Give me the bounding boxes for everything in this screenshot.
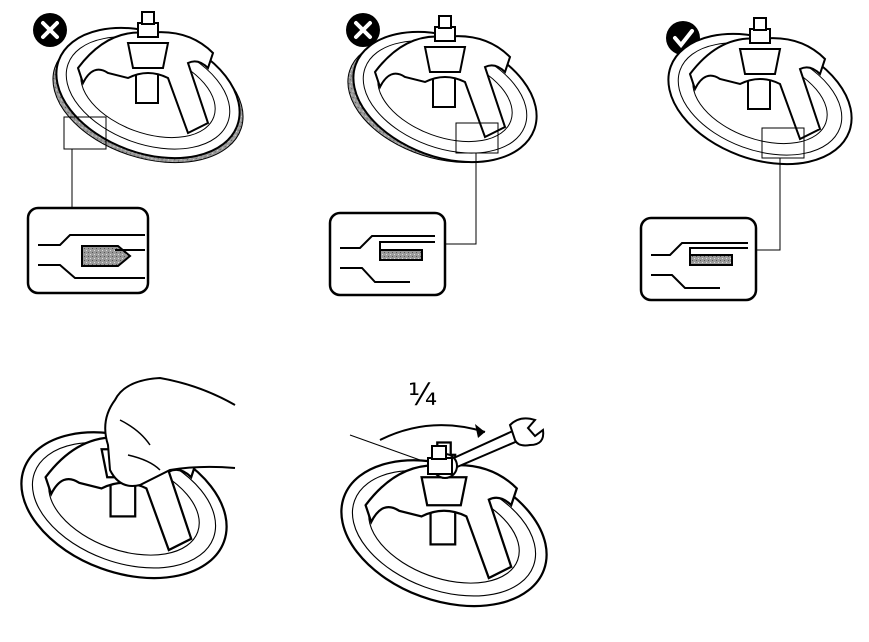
quarter-turn-label: ¼: [408, 378, 438, 413]
step-wrench-tighten: [319, 417, 569, 634]
rotation-arrow: [379, 424, 486, 441]
detail-marker: [63, 116, 107, 150]
cross-icon: [31, 11, 69, 49]
reference-line: [349, 434, 421, 461]
gasket-section: [379, 249, 423, 261]
mount: [37, 3, 259, 183]
panel-incorrect-2: [328, 7, 556, 297]
gasket-section: [689, 254, 733, 266]
panel-incorrect-1: [26, 3, 259, 295]
hand: [104, 376, 236, 487]
panel-correct: [639, 9, 869, 302]
step-hand-tighten: [0, 376, 249, 606]
detail-marker: [455, 122, 499, 154]
detail-marker: [761, 127, 805, 159]
